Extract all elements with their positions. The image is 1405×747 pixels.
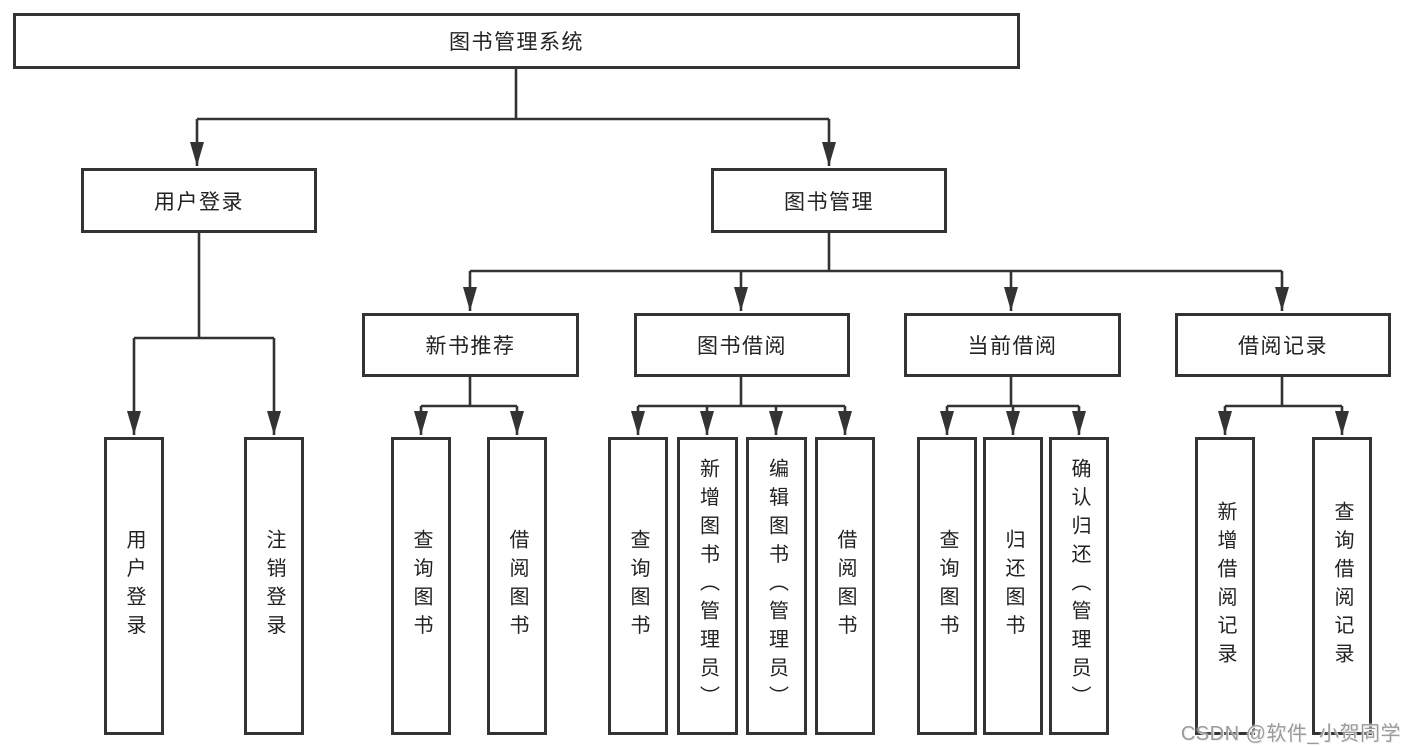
leaf-borrow-query-books: 查询图书: [608, 437, 668, 735]
leaf-record-query-record-label: 查询借阅记录: [1331, 500, 1353, 672]
leaf-borrow-borrow-books-label: 借阅图书: [834, 529, 856, 643]
node-current-borrow: 当前借阅: [904, 313, 1121, 377]
node-book-management: 图书管理: [711, 168, 947, 233]
leaf-current-return-books-label: 归还图书: [1002, 529, 1024, 643]
connector-bookborrow-to-leaves: [631, 377, 852, 435]
connector-newbook-to-leaves: [414, 377, 524, 435]
leaf-current-confirm-return-admin: 确认归还（管理员）: [1049, 437, 1109, 735]
connector-currentborrow-to-leaves: [940, 377, 1086, 435]
node-new-book-recommend-label: 新书推荐: [425, 335, 516, 358]
node-root-system: 图书管理系统: [13, 13, 1020, 69]
node-borrow-record: 借阅记录: [1175, 313, 1391, 377]
node-borrow-record-label: 借阅记录: [1238, 335, 1328, 358]
connector-root-to-level1: [190, 69, 836, 166]
node-book-borrow: 图书借阅: [634, 313, 850, 377]
leaf-logout-label: 注销登录: [263, 529, 285, 643]
leaf-borrow-edit-books-admin-label: 编辑图书（管理员）: [765, 458, 788, 714]
connector-userlogin-to-leaves: [127, 233, 281, 435]
leaf-borrow-add-books-admin: 新增图书（管理员）: [677, 437, 738, 735]
connector-bookmgmt-to-level2: [463, 233, 1289, 311]
leaf-newbook-borrow-books-label: 借阅图书: [506, 529, 528, 643]
leaf-borrow-borrow-books: 借阅图书: [815, 437, 875, 735]
leaf-user-login: 用户登录: [104, 437, 164, 735]
leaf-logout: 注销登录: [244, 437, 304, 735]
leaf-newbook-query-books-label: 查询图书: [410, 529, 432, 643]
leaf-current-query-books: 查询图书: [917, 437, 977, 735]
leaf-borrow-edit-books-admin: 编辑图书（管理员）: [746, 437, 807, 735]
leaf-record-add-record-label: 新增借阅记录: [1214, 500, 1236, 672]
node-current-borrow-label: 当前借阅: [967, 335, 1058, 358]
node-user-login-label: 用户登录: [154, 190, 244, 214]
connector-borrowrecord-to-leaves: [1218, 377, 1349, 435]
leaf-borrow-query-books-label: 查询图书: [627, 529, 649, 643]
leaf-borrow-add-books-admin-label: 新增图书（管理员）: [696, 458, 719, 714]
node-new-book-recommend: 新书推荐: [362, 313, 579, 377]
leaf-record-add-record: 新增借阅记录: [1195, 437, 1255, 735]
node-book-management-label: 图书管理: [784, 190, 874, 214]
node-root-system-label: 图书管理系统: [449, 31, 584, 54]
leaf-current-return-books: 归还图书: [983, 437, 1043, 735]
leaf-user-login-label: 用户登录: [123, 529, 145, 643]
leaf-newbook-query-books: 查询图书: [391, 437, 451, 735]
csdn-watermark: CSDN @软件_小贺同学: [1180, 723, 1401, 745]
node-user-login: 用户登录: [81, 168, 317, 233]
leaf-record-query-record: 查询借阅记录: [1312, 437, 1372, 735]
leaf-current-query-books-label: 查询图书: [936, 529, 958, 643]
leaf-newbook-borrow-books: 借阅图书: [487, 437, 547, 735]
node-book-borrow-label: 图书借阅: [697, 335, 787, 358]
leaf-current-confirm-return-admin-label: 确认归还（管理员）: [1068, 458, 1090, 714]
